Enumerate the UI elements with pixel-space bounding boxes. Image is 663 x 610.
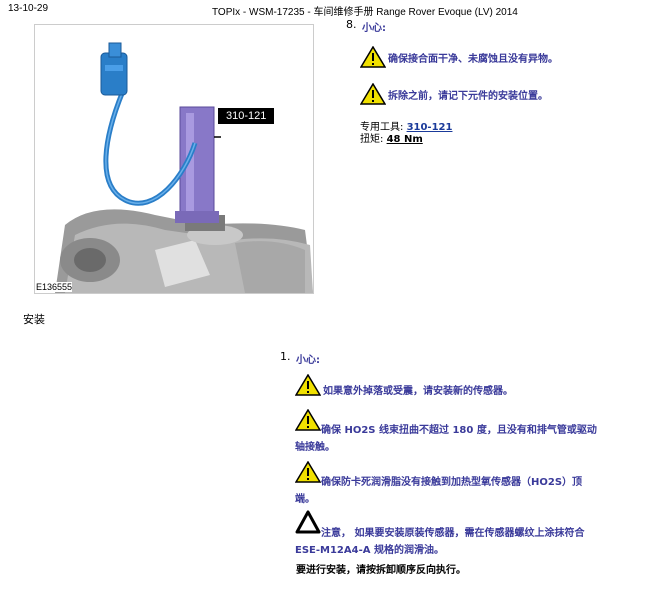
warning-item: 拆除之前，请记下元件的安装位置。: [360, 83, 548, 105]
note-text-cont: ESE-M12A4-A 规格的润滑油。: [295, 545, 444, 556]
tool-link[interactable]: 310-121: [406, 122, 453, 133]
torque-line: 扭矩: 48 Nm: [360, 130, 423, 145]
note-icon: [295, 510, 321, 534]
install-warning-item: 确保 HO2S 线束扭曲不超过 180 度，且没有和排气管或驱动 轴接触。: [295, 409, 635, 453]
sensor-removal-figure: E136555: [34, 24, 314, 294]
install-heading: 安装: [23, 313, 45, 326]
warning-icon: [295, 409, 321, 431]
warning-icon: [295, 461, 321, 483]
install-warning-item: 确保防卡死润滑脂没有接触到加热型氧传感器（HO2S）顶 端。: [295, 461, 635, 505]
install-step-number: 1.: [280, 350, 291, 363]
warning-text: 确保防卡死润滑脂没有接触到加热型氧传感器（HO2S）顶: [321, 477, 583, 488]
install-note-item: 注意， 如果要安装原装传感器，需在传感器螺纹上涂抹符合 ESE-M12A4-A …: [295, 510, 635, 556]
warning-text: 确保接合面干净、未腐蚀且没有异物。: [388, 54, 558, 65]
install-instruction: 要进行安装，请按拆卸顺序反向执行。: [296, 565, 466, 576]
warning-icon: [360, 46, 386, 68]
warning-text: 如果意外掉落或受震，请安装新的传感器。: [323, 386, 513, 397]
warning-icon: [295, 374, 321, 396]
sensor-illustration: [55, 42, 313, 293]
special-tool-line: 专用工具: 310-121: [360, 118, 452, 133]
warning-text: 拆除之前，请记下元件的安装位置。: [388, 91, 548, 102]
warning-text: 确保 HO2S 线束扭曲不超过 180 度，且没有和排气管或驱动: [321, 425, 597, 436]
caution-title: 小心:: [362, 23, 386, 34]
step-number: 8.: [346, 18, 357, 31]
torque-label: 扭矩:: [360, 134, 384, 145]
header-title: TOPIx - WSM-17235 - 车间维修手册 Range Rover E…: [212, 7, 518, 18]
header-date: 13-10-29: [8, 3, 49, 14]
tool-label: 专用工具:: [360, 122, 404, 133]
tool-callout: 310-121: [218, 108, 275, 124]
warning-icon: [360, 83, 386, 105]
warning-item: 确保接合面干净、未腐蚀且没有异物。: [360, 46, 558, 68]
note-text: 注意， 如果要安装原装传感器，需在传感器螺纹上涂抹符合: [321, 528, 585, 539]
warning-text-cont: 轴接触。: [295, 442, 335, 453]
figure-id: E136555: [36, 282, 73, 292]
torque-value: 48 Nm: [386, 134, 423, 145]
warning-text-cont: 端。: [295, 494, 315, 505]
install-warning-item: 如果意外掉落或受震，请安装新的传感器。: [295, 374, 513, 400]
install-caution-title: 小心:: [296, 355, 320, 366]
